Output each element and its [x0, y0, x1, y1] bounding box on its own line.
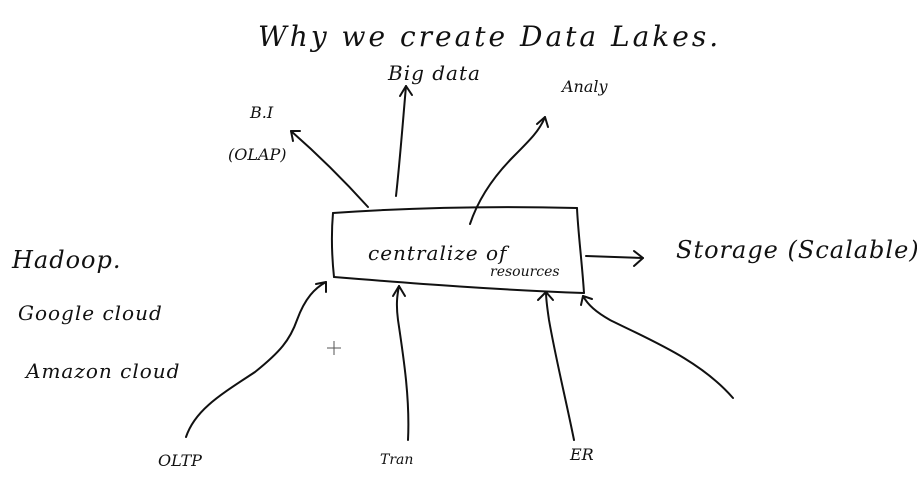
- arrow-to-storage: [585, 255, 644, 259]
- arrowhead-right-source: [580, 295, 593, 306]
- center-label: centralize of: [368, 241, 510, 265]
- arrow-to-analytics: [469, 116, 546, 225]
- arrow-to-bigdata: [395, 85, 407, 197]
- arrowhead-storage: [633, 250, 644, 267]
- arrowhead-bi: [290, 130, 301, 142]
- tran-label: Tran: [380, 452, 413, 468]
- olap-label: (OLAP): [228, 145, 287, 164]
- platform-hadoop: Hadoop.: [11, 246, 122, 274]
- page-title: Why we create Data Lakes.: [258, 20, 721, 53]
- arrowhead-tran: [392, 285, 406, 297]
- crosshair-cursor-icon: [327, 341, 341, 355]
- storage-label: Storage (Scalable): [676, 236, 917, 264]
- arrowhead-analytics: [536, 116, 549, 128]
- arrow-to-bi: [290, 130, 369, 208]
- analytics-label: Analy: [560, 77, 609, 96]
- arrow-from-right-source: [582, 295, 734, 399]
- bi-label: B.I: [249, 103, 274, 122]
- er-label: ER: [569, 445, 594, 464]
- centralize-box: [330, 206, 585, 294]
- arrowhead-oltp: [315, 281, 327, 293]
- platform-amazon-cloud: Amazon cloud: [24, 359, 180, 383]
- arrow-from-tran: [395, 285, 410, 441]
- bigdata-label: Big data: [387, 61, 481, 85]
- arrowhead-er: [537, 291, 554, 301]
- oltp-label: OLTP: [158, 451, 202, 470]
- arrow-from-oltp: [185, 281, 327, 438]
- platform-google-cloud: Google cloud: [18, 301, 163, 325]
- center-sublabel: resources: [490, 264, 560, 280]
- arrow-from-er: [545, 291, 575, 441]
- arrowhead-bigdata: [399, 85, 413, 97]
